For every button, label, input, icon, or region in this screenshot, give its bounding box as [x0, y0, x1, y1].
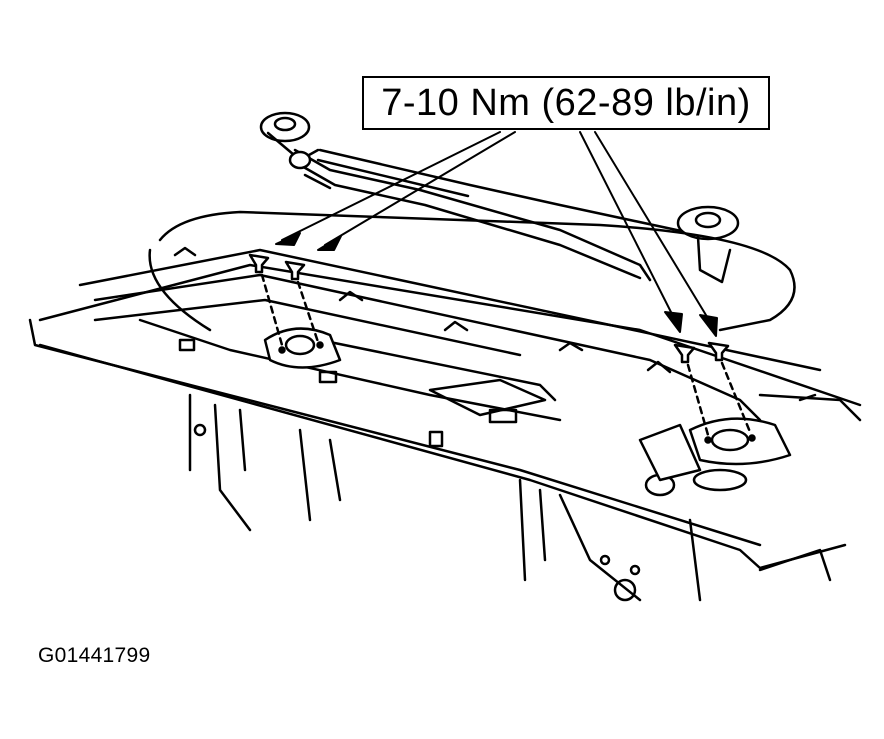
screw-right-2	[707, 341, 752, 434]
torque-spec-callout: 7-10 Nm (62-89 lb/in)	[362, 76, 770, 130]
screw-right-1	[673, 343, 710, 437]
right-mount-boss	[638, 417, 792, 492]
figure-id-label: G01441799	[38, 644, 151, 667]
cowl-panel	[28, 246, 862, 602]
right-wiper-pivot	[676, 205, 740, 241]
left-mount-boss	[263, 327, 342, 369]
screw-left-2	[284, 260, 320, 344]
left-wiper-pivot	[259, 111, 311, 143]
callout-leaders	[275, 131, 718, 337]
mounting-screws	[248, 253, 752, 437]
wiper-linkage-assembly	[148, 111, 796, 332]
screw-left-1	[248, 253, 284, 347]
